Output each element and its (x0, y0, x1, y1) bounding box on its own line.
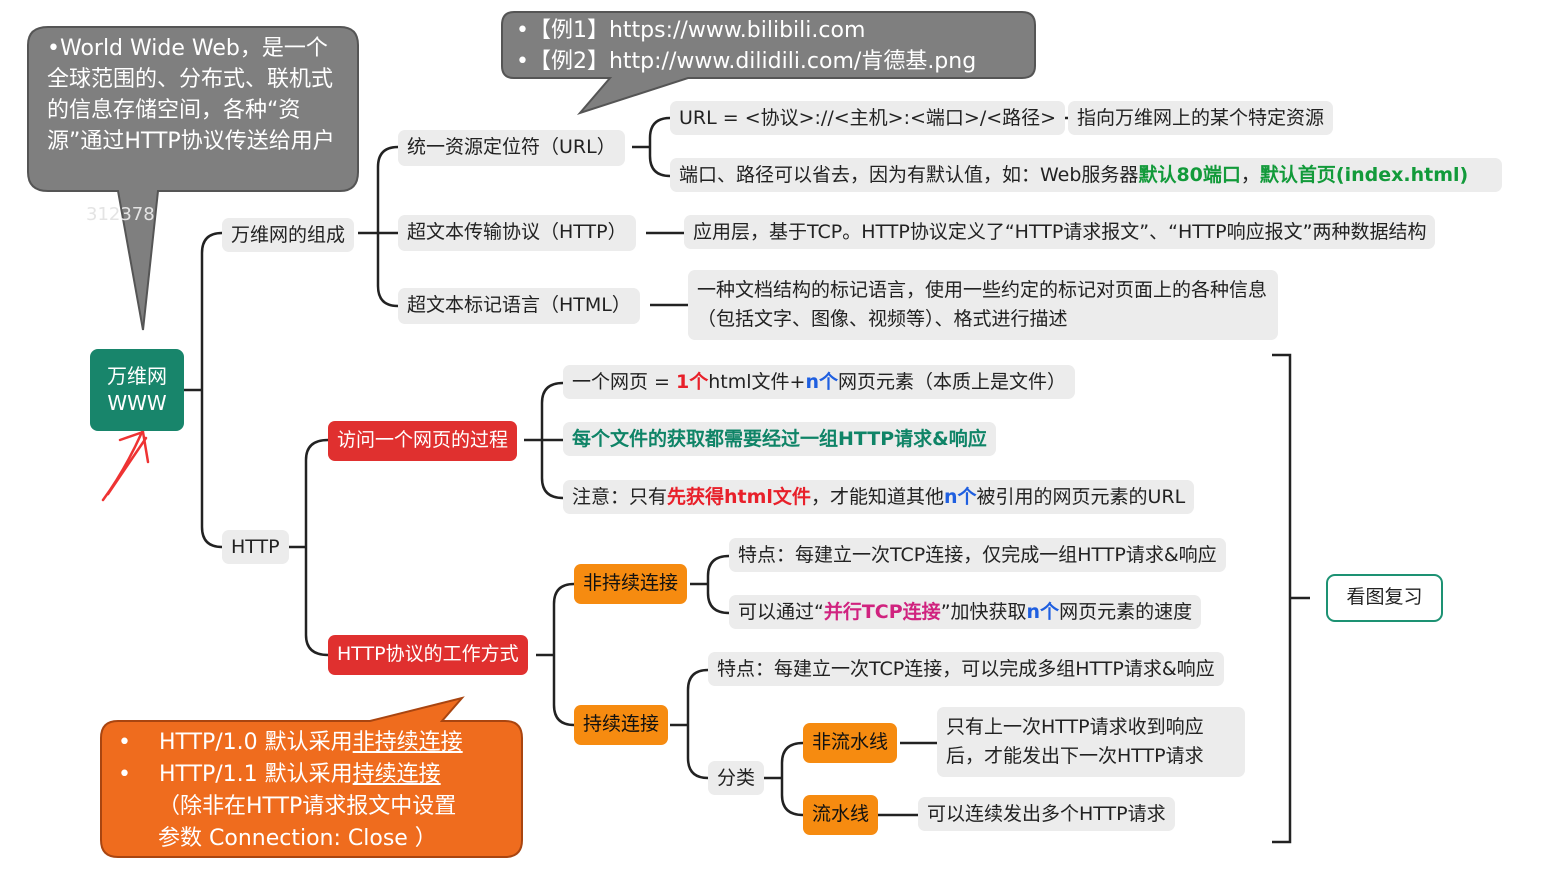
mode-node: HTTP协议的工作方式 (328, 635, 528, 675)
url-defaults: 端口、路径可以省去，因为有默认值，如：Web服务器默认80端口，默认首页(ind… (670, 158, 1502, 192)
visit-item-1: 一个网页 = 1个html文件+n个网页元素（本质上是文件） (563, 365, 1075, 399)
http10-line: • HTTP/1.0 默认采用非持续连接 (118, 727, 463, 759)
url-defaults-text: 端口、路径可以省去，因为有默认值，如：Web服务器 (679, 164, 1139, 186)
html-desc: 一种文档结构的标记语言，使用一些约定的标记对页面上的各种信息（包括文字、图像、视… (688, 270, 1278, 340)
http-protocol-node: 超文本传输协议（HTTP） (398, 215, 636, 251)
separator: ， (1240, 164, 1260, 186)
examples-bubble (501, 11, 1036, 116)
http11-mode: 持续连接 (352, 762, 441, 787)
watermark: 312378 (86, 204, 155, 225)
speed-n: n个 (1026, 601, 1060, 623)
http-versions-text: • HTTP/1.0 默认采用非持续连接 • HTTP/1.1 默认采用持续连接… (118, 727, 463, 855)
definition-text: •World Wide Web，是一个全球范围的、分布式、联机式的信息存储空间，… (47, 36, 335, 154)
composition-node: 万维网的组成 (222, 218, 355, 252)
http-protocol-desc: 应用层，基于TCP。HTTP协议定义了“HTTP请求报文”、“HTTP响应报文”… (684, 215, 1436, 249)
http10-mode: 非持续连接 (352, 730, 463, 755)
default-port: 默认80端口 (1138, 164, 1241, 186)
http11-prefix: HTTP/1.1 默认采用 (158, 762, 353, 787)
visit-item-3-n: n个 (943, 486, 977, 508)
persistent-feature: 特点：每建立一次TCP连接，可以完成多组HTTP请求&响应 (708, 652, 1224, 686)
root-node: 万维网 WWW (90, 349, 184, 431)
speed-a: 可以通过“ (738, 601, 824, 623)
visit-item-3-b: 先获得html文件 (667, 486, 811, 508)
examples-text: •【例1】https://www.bilibili.com •【例2】http:… (516, 15, 976, 77)
visit-item-3-c: ，才能知道其他 (810, 486, 944, 508)
url-meaning: 指向万维网上的某个特定资源 (1068, 101, 1334, 135)
root-title: 万维网 (107, 364, 167, 388)
visit-item-1-c: html文件+ (708, 371, 806, 393)
review-tag: 看图复习 (1326, 574, 1443, 622)
definition-bubble (27, 26, 359, 331)
visit-item-2: 每个文件的获取都需要经过一组HTTP请求&响应 (563, 422, 996, 456)
http10-prefix: HTTP/1.0 默认采用 (158, 730, 353, 755)
bullet: • (118, 730, 131, 755)
visit-item-1-a: 一个网页 = (572, 371, 676, 393)
visit-item-1-n: n个 (805, 371, 838, 393)
http11-line: • HTTP/1.1 默认采用持续连接 (118, 759, 463, 791)
non-pipeline-node: 非流水线 (803, 723, 898, 763)
url-format: URL = <协议>://<主机>:<端口>/<路径> (670, 101, 1066, 135)
parallel-tcp: 并行TCP连接 (823, 601, 941, 623)
speed-e: 网页元素的速度 (1059, 601, 1193, 623)
visit-item-1-one: 1个 (676, 371, 709, 393)
default-page: 默认首页(index.html) (1259, 164, 1469, 186)
non-pipeline-desc: 只有上一次HTTP请求收到响应后，才能发出下一次HTTP请求 (937, 707, 1245, 777)
non-persistent-speed: 可以通过“并行TCP连接”加快获取n个网页元素的速度 (729, 595, 1202, 629)
category-node: 分类 (708, 761, 765, 795)
red-arrow-icon (101, 430, 150, 502)
non-persistent-node: 非持续连接 (574, 564, 688, 604)
visit-item-3-e: 被引用的网页元素的URL (976, 486, 1186, 508)
http11-note2: 参数 Connection: Close ） (158, 826, 437, 851)
url-node: 统一资源定位符（URL） (398, 130, 625, 166)
root-subtitle: WWW (107, 391, 167, 415)
visit-item-3-a: 注意：只有 (572, 486, 668, 508)
http11-note1: （除非在HTTP请求报文中设置 (158, 794, 457, 819)
pipeline-desc: 可以连续发出多个HTTP请求 (918, 797, 1175, 831)
example-1: •【例1】https://www.bilibili.com (516, 18, 866, 43)
visit-node: 访问一个网页的过程 (328, 421, 518, 461)
html-node: 超文本标记语言（HTML） (398, 288, 640, 324)
persistent-node: 持续连接 (574, 705, 669, 745)
http-versions-bubble (100, 696, 523, 858)
http-node: HTTP (222, 530, 289, 564)
pipeline-node: 流水线 (803, 795, 879, 835)
speed-c: ”加快获取 (940, 601, 1027, 623)
example-2: •【例2】http://www.dilidili.com/肯德基.png (516, 49, 977, 74)
non-persistent-feature: 特点：每建立一次TCP连接，仅完成一组HTTP请求&响应 (729, 538, 1226, 572)
bullet: • (118, 762, 131, 787)
visit-item-1-e: 网页元素（本质上是文件） (837, 371, 1066, 393)
visit-item-3: 注意：只有先获得html文件，才能知道其他n个被引用的网页元素的URL (563, 480, 1195, 514)
